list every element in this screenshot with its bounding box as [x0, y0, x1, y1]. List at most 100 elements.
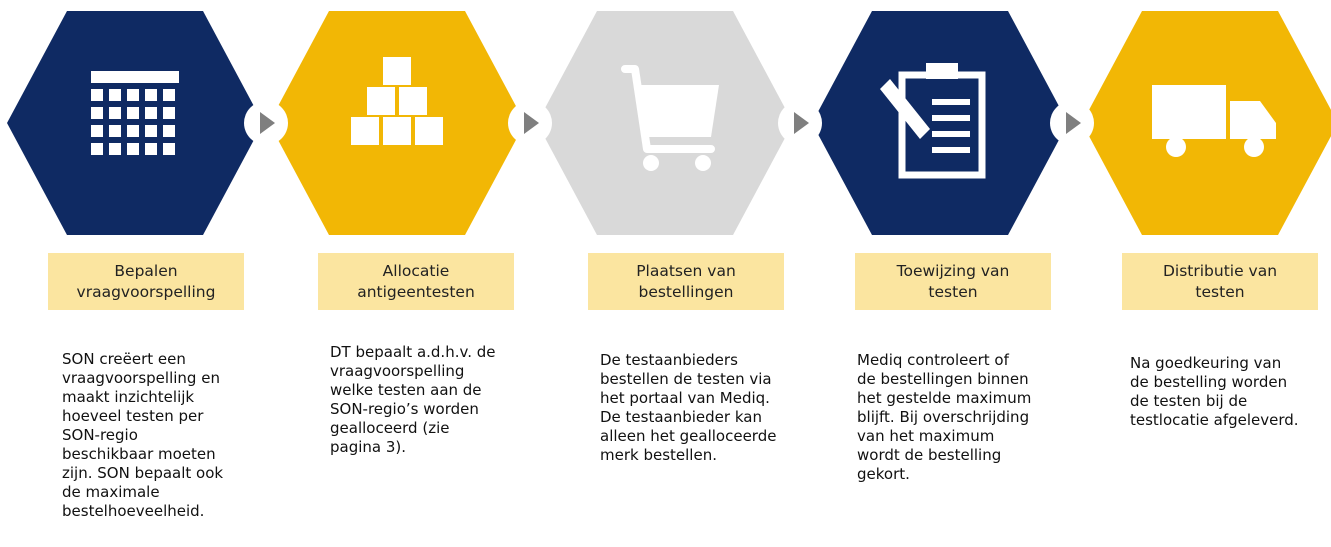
step-3-description: De testaanbieders bestellen de testen vi…	[600, 351, 776, 465]
clipboard-line	[932, 147, 970, 153]
step-2-title-line-1: Allocatie	[382, 261, 450, 280]
clipboard-clip	[926, 63, 958, 79]
calendar-icon	[91, 71, 179, 155]
step-1-desc-line: SON-regio	[62, 426, 138, 444]
cart-wheel	[643, 155, 659, 171]
step-1-title-line-1: Bepalen	[114, 261, 178, 280]
step-4-label: Toewijzing van testen	[855, 253, 1051, 310]
cart-wheel	[695, 155, 711, 171]
step-3-desc-line: De testaanbieder kan	[600, 408, 762, 426]
step-4-desc-line: van het maximum	[857, 427, 995, 445]
calendar-cell	[127, 125, 139, 137]
box-shape	[415, 117, 443, 145]
calendar-cell	[127, 107, 139, 119]
connector-arrow-icon	[1050, 101, 1094, 145]
step-4-hexagon	[812, 11, 1068, 235]
step-4-desc-line: blijft. Bij overschrijding	[857, 408, 1030, 426]
step-2-title-line-2: antigeentesten	[357, 282, 475, 301]
step-5-description: Na goedkeuring van de bestelling worden …	[1130, 354, 1299, 430]
box-shape	[383, 57, 411, 85]
truck-cab	[1230, 101, 1276, 139]
calendar-cell	[145, 125, 157, 137]
calendar-cell	[163, 125, 175, 137]
step-3-desc-line: alleen het gealloceerde	[600, 427, 777, 445]
box-shape	[367, 87, 395, 115]
box-shape	[351, 117, 379, 145]
step-1-desc-line: vraagvoorspelling en	[62, 369, 220, 387]
clipboard-line	[932, 99, 970, 105]
step-5-desc-line: testlocatie afgeleverd.	[1130, 411, 1299, 429]
connector-arrow-icon	[508, 101, 552, 145]
truck-cargo	[1152, 85, 1226, 139]
step-3-desc-line: bestellen de testen via	[600, 370, 772, 388]
step-1-desc-line: beschikbaar moeten	[62, 445, 216, 463]
calendar-cell	[109, 89, 121, 101]
step-4-desc-line: wordt de bestelling	[857, 446, 1002, 464]
step-2-desc-line: vraagvoorspelling	[330, 362, 465, 380]
step-1-hexagon	[7, 11, 263, 235]
calendar-cell	[91, 107, 103, 119]
hexagon-row	[7, 11, 1331, 235]
step-3-title-line-2: bestellingen	[638, 282, 734, 301]
step-5-desc-line: de testen bij de	[1130, 392, 1248, 410]
step-1-desc-line: de maximale	[62, 483, 160, 501]
delivery-truck-icon	[1152, 85, 1276, 157]
calendar-cell	[91, 125, 103, 137]
step-3-desc-line: het portaal van Mediq.	[600, 389, 770, 407]
step-3-label: Plaatsen van bestellingen	[588, 253, 784, 310]
step-1-label: Bepalen vraagvoorspelling	[48, 253, 244, 310]
calendar-cell	[109, 125, 121, 137]
step-4-desc-line: Mediq controleert of	[857, 351, 1009, 369]
step-1-title-line-2: vraagvoorspelling	[76, 282, 216, 301]
calendar-header	[91, 71, 179, 83]
step-1-description: SON creëert een vraagvoorspelling en maa…	[62, 350, 223, 521]
step-3-desc-line: merk bestellen.	[600, 446, 717, 464]
pencil-shape	[880, 79, 930, 139]
calendar-cell	[163, 107, 175, 119]
box-shape	[399, 87, 427, 115]
step-4-desc-line: gekort.	[857, 465, 910, 483]
cart-frame	[621, 65, 715, 153]
calendar-cell	[145, 89, 157, 101]
calendar-cell	[91, 89, 103, 101]
step-4-title-line-2: testen	[928, 282, 978, 301]
step-4-desc-line: de bestellingen binnen	[857, 370, 1029, 388]
cart-basket	[639, 85, 719, 137]
step-2-desc-line: DT bepaalt a.d.h.v. de	[330, 343, 496, 361]
boxes-icon	[351, 57, 443, 145]
step-3-title-line-1: Plaatsen van	[636, 261, 736, 280]
step-5-title-line-2: testen	[1195, 282, 1245, 301]
step-2-desc-line: pagina 3).	[330, 438, 407, 456]
connector-arrow-icon	[778, 101, 822, 145]
step-5-desc-line: de bestelling worden	[1130, 373, 1288, 391]
clipboard-pencil-icon	[880, 63, 986, 179]
step-2-label: Allocatie antigeentesten	[318, 253, 514, 310]
truck-wheel	[1244, 137, 1264, 157]
step-5-desc-line: Na goedkeuring van	[1130, 354, 1282, 372]
step-1-desc-line: bestelhoeveelheid.	[62, 502, 205, 520]
calendar-cell	[109, 107, 121, 119]
step-5-title-line-1: Distributie van	[1162, 261, 1278, 280]
step-1-desc-line: SON creëert een	[62, 350, 186, 368]
box-shape	[383, 117, 411, 145]
clipboard-line	[932, 115, 970, 121]
clipboard-line	[932, 131, 970, 137]
calendar-cell	[145, 143, 157, 155]
step-3-desc-line: De testaanbieders	[600, 351, 738, 369]
step-4-description: Mediq controleert of de bestellingen bin…	[857, 351, 1031, 484]
calendar-cell	[109, 143, 121, 155]
step-2-desc-line: welke testen aan de	[330, 381, 482, 399]
step-2-desc-line: gealloceerd (zie	[330, 419, 450, 437]
chevron-right-icon	[524, 112, 539, 134]
step-2-description: DT bepaalt a.d.h.v. de vraagvoorspelling…	[330, 343, 495, 457]
step-4-desc-line: het gestelde maximum	[857, 389, 1032, 407]
connector-arrow-icon	[244, 101, 288, 145]
step-4-title-line-1: Toewijzing van	[896, 261, 1010, 280]
calendar-cell	[127, 89, 139, 101]
step-5-label: Distributie van testen	[1122, 253, 1318, 310]
chevron-right-icon	[794, 112, 809, 134]
calendar-cell	[145, 107, 157, 119]
truck-wheel	[1166, 137, 1186, 157]
step-2-desc-line: SON-regio’s worden	[330, 400, 479, 418]
